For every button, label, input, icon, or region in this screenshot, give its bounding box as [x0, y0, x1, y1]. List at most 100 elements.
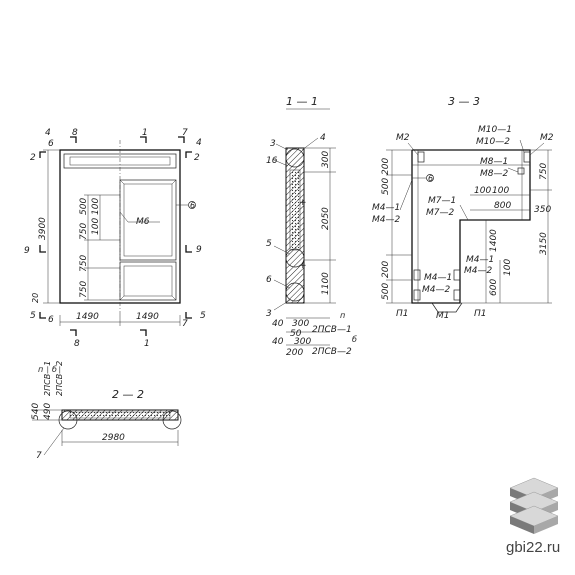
cut-label: 5 [30, 311, 36, 321]
dim-3900: 3900 [38, 217, 48, 240]
label: M4—2 [372, 215, 400, 225]
dim-100: 100 [91, 218, 101, 235]
dim-label: 2ПСВ—1 [312, 325, 352, 335]
gbi22-logo [509, 477, 559, 534]
section-3-3: 3 — 3 [372, 95, 554, 321]
dim-750: 750 [79, 281, 89, 298]
dim: 490 [43, 403, 53, 420]
label: M4—2 [422, 285, 450, 295]
marker-label: 6 [190, 201, 195, 210]
label: M2 [540, 133, 554, 143]
mark: б [52, 365, 57, 374]
label: M4—1 [466, 255, 494, 265]
label: M4—2 [464, 266, 492, 276]
dim: 540 [31, 403, 41, 420]
callout: 7 [36, 451, 42, 461]
label: M2 [396, 133, 410, 143]
mark: п [38, 365, 43, 374]
cut-label: 2 [30, 153, 36, 163]
dim: 100 [503, 259, 513, 276]
cut-label: 4 [196, 138, 202, 148]
dim: 200 [286, 348, 303, 358]
dim-100: 100 [91, 198, 101, 215]
dim-label: 2ПСВ—1 [43, 361, 52, 396]
label: M7—1 [428, 196, 456, 206]
dim: 1100 [321, 272, 331, 295]
cut-label: 6 [48, 315, 54, 325]
callout: 3 [270, 139, 276, 149]
lower-opening [119, 261, 177, 301]
cut-label: 5 [200, 311, 206, 321]
watermark-text: gbi22.ru [506, 539, 560, 556]
label: M4—1 [424, 273, 452, 283]
cut-label: 8 [72, 128, 78, 138]
dim: 1400 [489, 229, 499, 252]
label: П1 [474, 309, 487, 319]
label-m6: M6 [136, 217, 150, 227]
dim: 800 [494, 201, 511, 211]
upper-opening [119, 179, 177, 261]
dim-750: 750 [79, 255, 89, 272]
svg-text:+: + [299, 261, 307, 271]
dim-1490: 1490 [76, 312, 99, 322]
section-title: 1 — 1 [286, 95, 318, 108]
mark: п [340, 311, 345, 320]
dim-2980: 2980 [102, 433, 125, 443]
dim-label: 2ПСВ—2 [55, 361, 64, 396]
callout: 16 [266, 156, 278, 166]
section-title: 3 — 3 [448, 95, 480, 108]
label: M8—2 [480, 169, 508, 179]
cut-label: 6 [48, 139, 54, 149]
dim: 100 [492, 186, 509, 196]
cut-label: 4 [45, 128, 51, 138]
dim-20: 20 [31, 293, 40, 303]
dim: 500 [381, 178, 391, 195]
svg-text:+: + [299, 198, 307, 208]
cut-label: 7 [182, 128, 188, 138]
callout: 4 [320, 133, 326, 143]
dim-label: 2ПСВ—2 [312, 347, 352, 357]
cut-label: 8 [74, 339, 80, 349]
cut-label: 2 [194, 153, 200, 163]
cut-label: 7 [182, 319, 188, 329]
dim-500: 500 [79, 198, 89, 215]
dim-750: 750 [79, 223, 89, 240]
label: M10—2 [476, 137, 510, 147]
dim: 350 [534, 205, 551, 215]
label: M1 [436, 311, 450, 321]
section-1-1: 1 — 1 + + 3 4 16 5 6 3 300 2050 11 [266, 95, 357, 358]
dim: 300 [321, 151, 331, 168]
callout: 5 [266, 239, 272, 249]
mark: б [352, 335, 357, 344]
dim: 750 [539, 163, 549, 180]
cut-label: 9 [196, 245, 202, 255]
cut-label: 1 [142, 128, 148, 138]
elevation-view: 4 8 1 7 4 2 9 5 2 9 5 8 1 7 6 6 3900 500… [24, 128, 206, 349]
dim: 200 [381, 158, 391, 175]
dim: 200 [381, 261, 391, 278]
callout: 3 [266, 309, 272, 319]
dim: 2050 [321, 207, 331, 230]
marker-label: 6 [428, 174, 433, 183]
cut-label: 9 [24, 246, 30, 256]
label: M10—1 [478, 125, 512, 135]
dim: 600 [489, 279, 499, 296]
label: П1 [396, 309, 409, 319]
callout: 6 [266, 275, 272, 285]
dim: 300 [292, 319, 309, 329]
dim: 40 [272, 337, 284, 347]
dim: 50 [290, 329, 302, 339]
label: M8—1 [480, 157, 508, 167]
dim: 3150 [539, 232, 549, 255]
dim-1490: 1490 [136, 312, 159, 322]
dim: 500 [381, 283, 391, 300]
section-title: 2 — 2 [112, 388, 144, 401]
dim: 100 [474, 186, 491, 196]
section-2-2: 2 — 2 540 490 2ПСВ—1 2ПСВ—2 2980 7 п б [31, 361, 182, 461]
dim: 40 [272, 319, 284, 329]
label: M4—1 [372, 203, 400, 213]
marker-circle-6 [188, 201, 196, 209]
dim: 300 [294, 337, 311, 347]
